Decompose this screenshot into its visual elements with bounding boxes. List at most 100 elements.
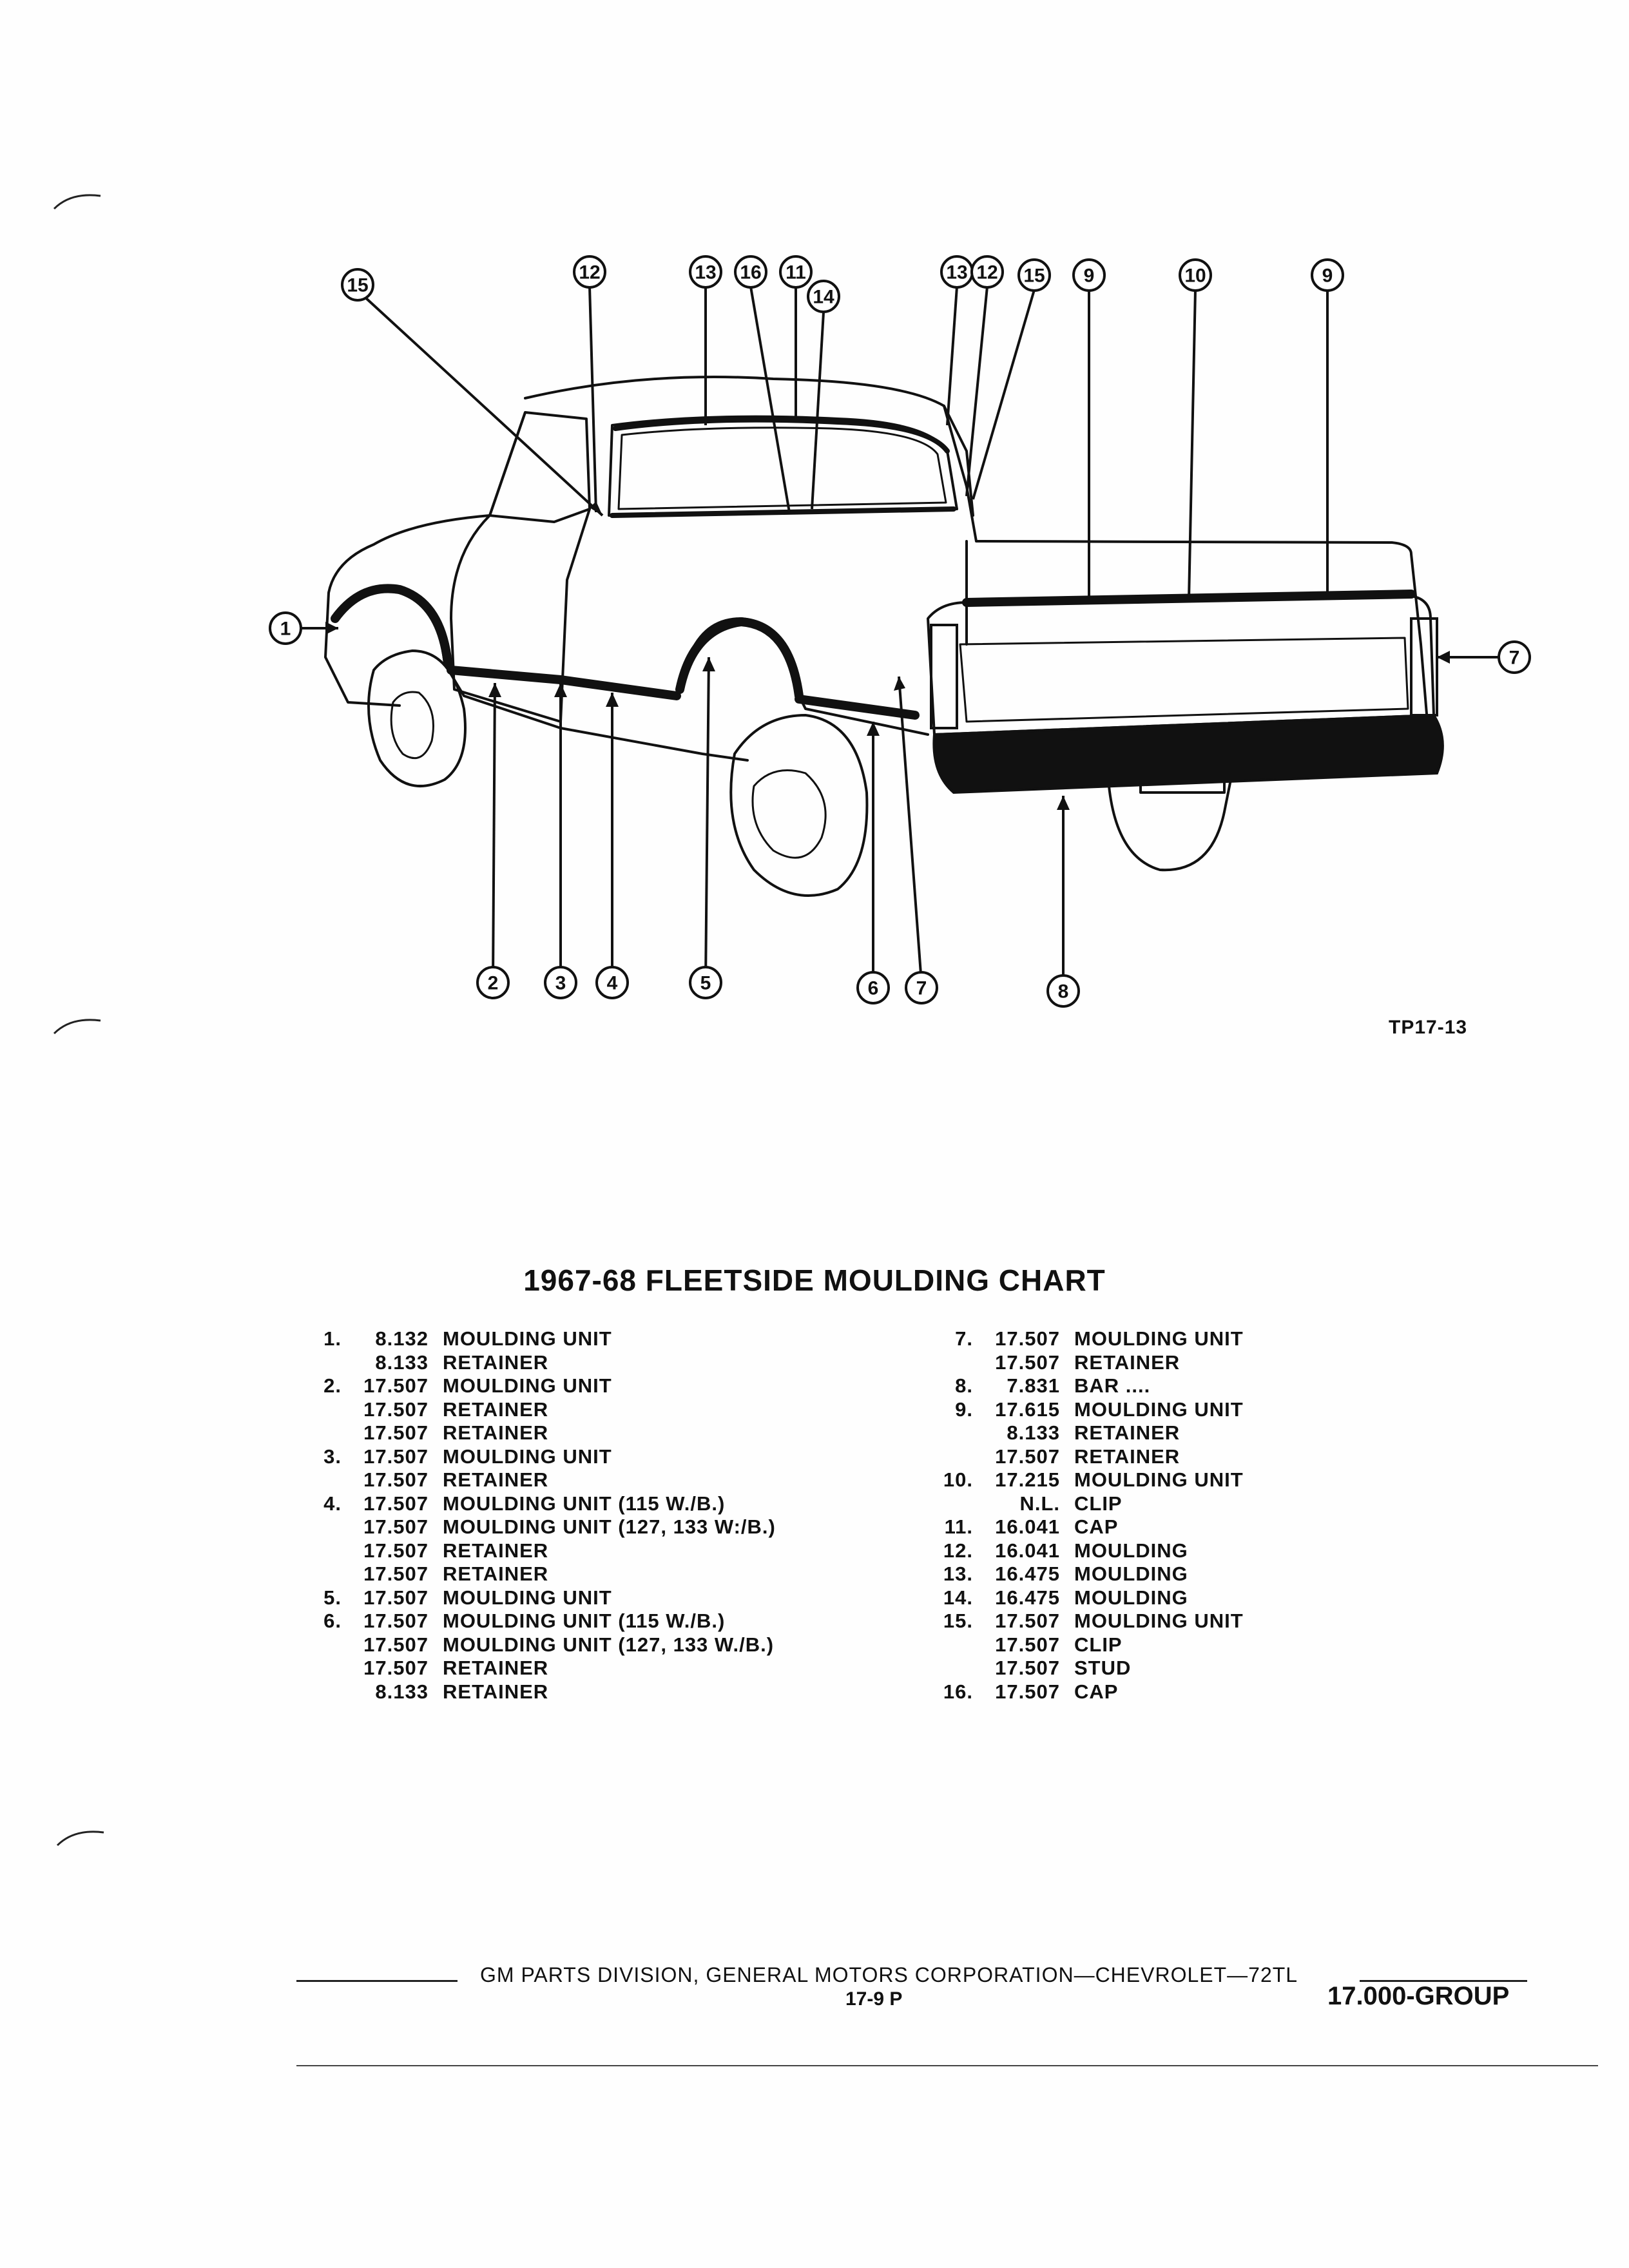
margin-mark-1 [53,194,101,210]
callout-15b: 15 [1023,265,1045,287]
part-description: RETAINER [1074,1421,1181,1444]
part-group-number: 17.507 [995,1633,1060,1656]
parts-list-row: N.L. CLIP [928,1492,1244,1516]
callout-8: 8 [1058,981,1069,1003]
part-group-number: 16.475 [995,1562,1060,1585]
part-description: CLIP [1074,1633,1123,1656]
item-number [296,1539,342,1563]
item-number: 13. [943,1562,973,1585]
part-description: RETAINER [443,1350,549,1374]
item-number [928,1421,973,1445]
part-group-number: 17.507 [363,1421,429,1444]
part-description: MOULDING UNIT [1074,1398,1244,1421]
footer-text: GM PARTS DIVISION, GENERAL MOTORS CORPOR… [480,1963,1298,1986]
part-group-number: 17.507 [995,1445,1060,1468]
part-description: MOULDING UNIT [1074,1468,1244,1491]
tailgate-inner [959,637,1409,723]
item-number [296,1680,342,1704]
part-group-number: 17.507 [363,1562,429,1585]
rear-fender-arch [682,617,800,697]
part-group-number: 17.507 [995,1680,1060,1703]
part-description: CLIP [1074,1492,1123,1515]
item-number [928,1445,973,1469]
part-description: MOULDING UNIT [443,1445,612,1468]
item-number [928,1657,973,1680]
part-description: RETAINER [443,1680,549,1703]
part-group-number: N.L. [1019,1492,1060,1515]
part-group-number: 16.475 [995,1586,1060,1609]
part-description: MOULDING UNIT [443,1586,612,1609]
truck-moulding-diagram: 15 12 13 16 11 14 13 12 15 9 10 9 1 7 2 … [269,255,1531,1008]
part-description: MOULDING UNIT [443,1327,612,1350]
callout-2: 2 [488,973,499,994]
part-description: MOULDING [1074,1539,1188,1562]
callout-7a: 7 [1509,648,1520,669]
item-number [296,1633,342,1657]
item-number: 12. [943,1539,973,1562]
item-number: 8. [955,1374,973,1397]
callout-16: 16 [740,262,761,284]
part-description: RETAINER [443,1562,549,1585]
part-description: CAP [1074,1680,1119,1703]
part-group-number: 17.507 [995,1657,1060,1679]
callout-14: 14 [813,287,834,308]
moulding-6 [795,695,920,720]
item-number: 15. [943,1610,973,1632]
item-number [296,1351,342,1375]
part-group-number: 8.133 [375,1680,429,1703]
rear-window-inner [617,427,947,510]
part-description: RETAINER [1074,1445,1181,1468]
parts-list-row: 17.507 RETAINER [928,1445,1244,1469]
item-number [928,1351,973,1375]
callout-13b: 13 [946,262,967,284]
door-window [488,411,591,523]
part-description: MOULDING UNIT (115 W./B.) [443,1610,726,1632]
item-number: 10. [943,1468,973,1491]
part-group-number: 16.041 [995,1539,1060,1562]
part-description: RETAINER [443,1421,549,1444]
moulding-5 [675,617,804,700]
tailgate [927,595,1435,736]
callout-3: 3 [555,973,566,994]
part-group-number: 8.133 [1007,1421,1060,1444]
rear-wheel [729,714,869,897]
parts-list-row: 17.507 RETAINER [296,1421,776,1445]
parts-list-row: 8.133 RETAINER [928,1421,1244,1445]
part-group-number: 17.507 [995,1610,1060,1632]
front-wheel-hub [390,691,434,760]
part-description: RETAINER [443,1657,549,1679]
bottom-rule [296,2065,1598,2066]
part-description: MOULDING UNIT (127, 133 W./B.) [443,1633,775,1656]
part-description: RETAINER [1074,1350,1181,1374]
part-description: CAP [1074,1515,1119,1538]
item-number: 14. [943,1586,973,1609]
part-group-number: 17.507 [363,1398,429,1421]
parts-list-row: 17.507 RETAINER [296,1562,776,1586]
item-number: 9. [955,1398,973,1421]
callout-9a: 9 [1084,265,1095,287]
parts-list-row: 10. 17.215 MOULDING UNIT [928,1468,1244,1492]
part-description: BAR .... [1074,1374,1151,1397]
door-outline [450,508,591,723]
part-group-number: 17.507 [363,1445,429,1468]
callout-4: 4 [607,973,618,994]
part-group-number: 17.215 [995,1468,1060,1491]
callout-6: 6 [868,978,879,999]
margin-mark-3 [56,1831,104,1847]
part-description: MOULDING UNIT [443,1374,612,1397]
